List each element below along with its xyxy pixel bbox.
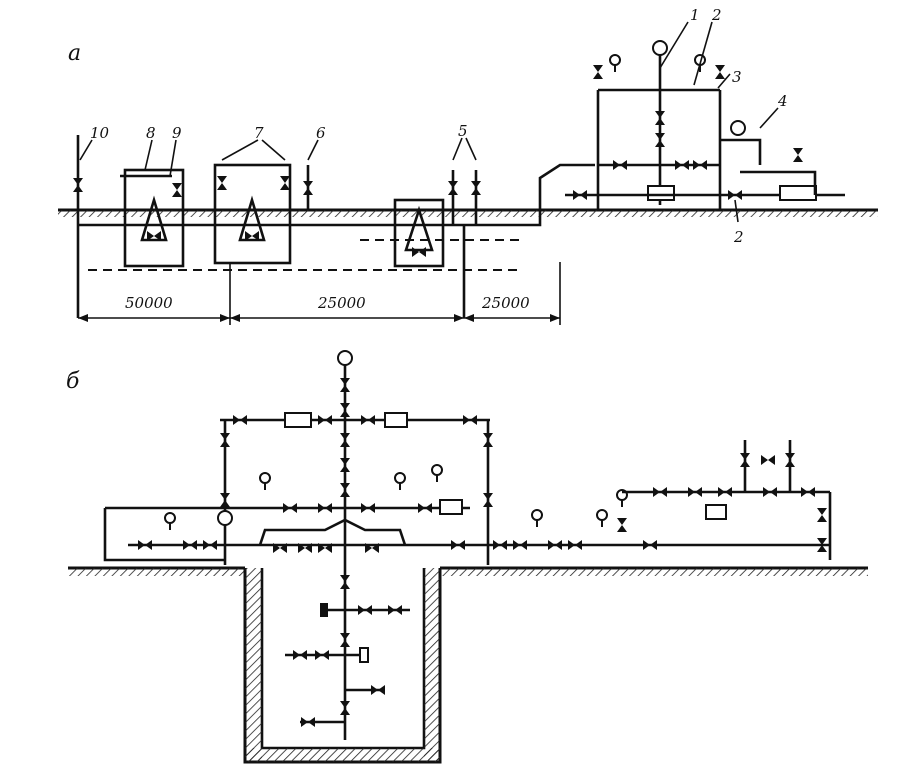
dimension-3: 25000 xyxy=(481,294,530,312)
panel-b: б xyxy=(66,350,868,764)
dimension-line: 50000 25000 25000 xyxy=(78,262,561,325)
callout-6: 6 xyxy=(316,124,326,142)
callouts-a: 1 2 3 4 2 5 6 7 8 9 10 xyxy=(79,6,788,246)
valve-chamber-1 xyxy=(120,168,185,268)
panel-b-label: б xyxy=(66,369,80,394)
panel-a: а xyxy=(58,6,878,325)
callout-8: 8 xyxy=(146,124,156,142)
ground-line-b xyxy=(68,566,868,576)
callout-7: 7 xyxy=(254,124,264,142)
valve-chamber-2 xyxy=(213,163,313,265)
dimension-1: 50000 xyxy=(125,294,173,312)
callout-9: 9 xyxy=(172,124,182,142)
distribution-station xyxy=(565,40,845,210)
dimension-2: 25000 xyxy=(317,294,366,312)
callout-2: 2 xyxy=(711,6,722,24)
pit-branches xyxy=(285,603,410,727)
valve-chamber-3 xyxy=(393,170,481,318)
callout-4: 4 xyxy=(777,92,788,110)
ground-line-a xyxy=(58,208,878,217)
callout-10: 10 xyxy=(90,124,110,142)
callout-2-lower: 2 xyxy=(733,228,744,246)
underground-pit xyxy=(243,568,442,764)
callout-1: 1 xyxy=(690,6,700,24)
panel-a-label: а xyxy=(68,41,81,66)
callout-3: 3 xyxy=(732,68,742,86)
callout-5: 5 xyxy=(458,122,468,140)
main-buried-pipe xyxy=(78,163,595,227)
